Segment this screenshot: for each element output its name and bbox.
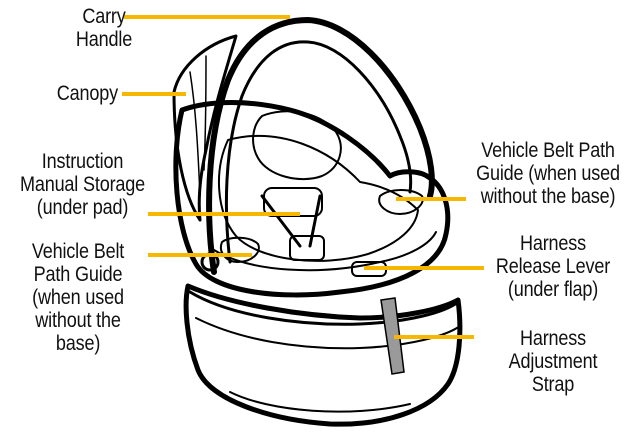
harness-strap-right [310,196,320,246]
carry-handle-outer [209,20,432,272]
label-harness-adjustment-strap: Harness Adjustment Strap [480,327,626,396]
label-vehicle-belt-path-guide-left: Vehicle Belt Path Guide (when used witho… [14,240,141,355]
label-canopy: Canopy [17,82,118,105]
belt-guide-right [379,190,423,214]
carry-handle-inner [226,42,410,262]
label-harness-release-lever: Harness Release Lever (under flap) [480,232,626,301]
label-instruction-manual-storage: Instruction Manual Storage (under pad) [12,150,154,219]
seat-headrest [253,111,341,179]
canopy-fold-1 [190,72,200,196]
label-vehicle-belt-path-guide-right: Vehicle Belt Path Guide (when used witho… [462,139,634,208]
harness-strap-left [262,196,300,246]
seat-base-rim [190,292,458,324]
label-carry-handle: Carry Handle [52,5,155,51]
